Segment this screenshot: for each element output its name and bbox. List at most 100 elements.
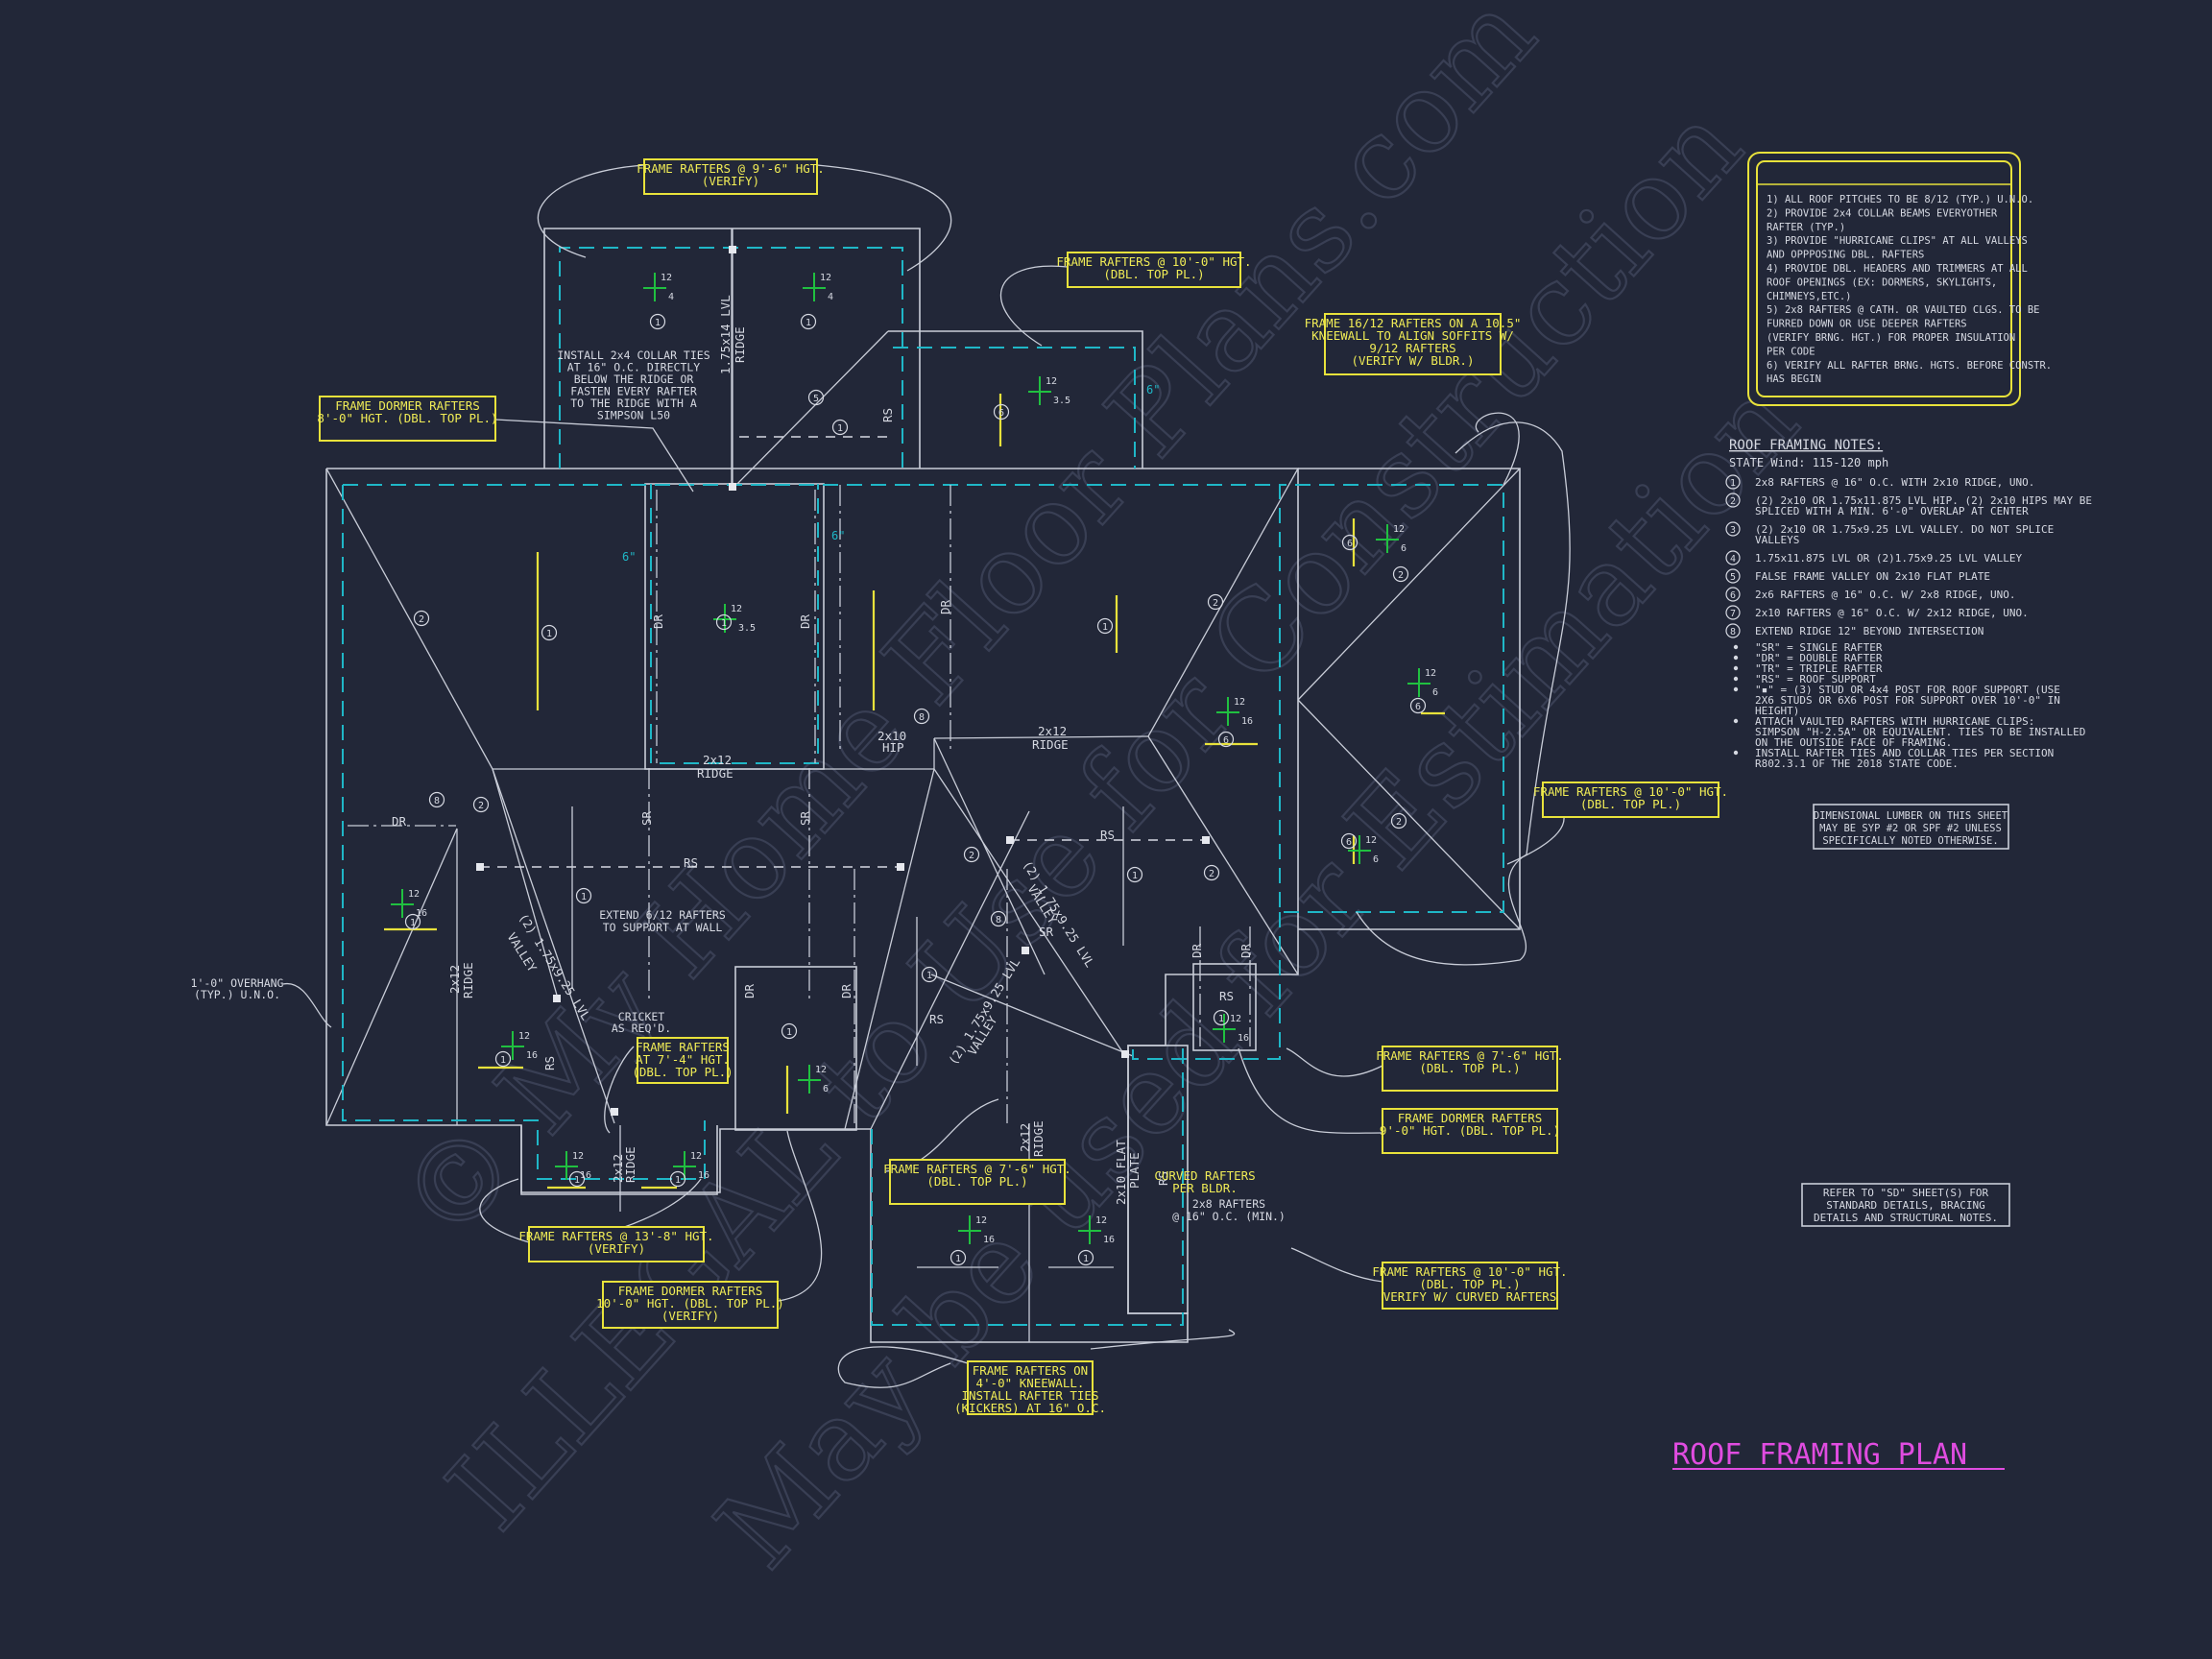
callout-c1-line: FRAME RAFTERS @ 9'-6" HGT. <box>637 161 825 176</box>
rs-label-g: RS <box>1156 1171 1170 1186</box>
callout-c13-line: 4'-0" KNEEWALL. <box>976 1376 1085 1390</box>
note-ref-circle: 1 <box>715 613 733 631</box>
note-ref-number: 2 <box>969 851 974 861</box>
note-ref-number: 1 <box>926 971 932 981</box>
note-ref-number: 1 <box>786 1027 792 1038</box>
pitch-run: 16 <box>526 1050 538 1061</box>
roof-outline <box>325 228 1521 1343</box>
note-ref-circle: 1 <box>831 419 849 436</box>
rs-label-c: RS <box>929 1012 944 1026</box>
note-ref-number: 1 <box>655 318 661 328</box>
sd-note-line: DETAILS AND STRUCTURAL NOTES. <box>1814 1212 1998 1224</box>
collar-note-line: INSTALL 2x4 COLLAR TIES <box>557 349 709 362</box>
note-ref-circle: 1 <box>1096 617 1114 635</box>
note-ref-number: 1 <box>675 1175 681 1186</box>
note-number: 7 <box>1730 609 1736 619</box>
note-ref-circle: 8 <box>990 910 1007 927</box>
cricket-note-line: AS REQ'D. <box>612 1022 671 1035</box>
note-number-circle <box>1725 493 1741 508</box>
note-number: 5 <box>1730 572 1736 583</box>
framing-bullet: "▪" = (3) STUD OR 4x4 POST FOR ROOF SUPP… <box>1733 684 2060 717</box>
note-text: EXTEND RIDGE 12" BEYOND INTERSECTION <box>1755 625 1984 637</box>
note-ref-circle: 6 <box>1340 832 1358 850</box>
note-number: 6 <box>1730 590 1736 601</box>
dr-label-g: DR <box>1190 943 1204 958</box>
note-ref-circle: 1 <box>649 313 666 330</box>
general-note-line: AND OPPPOSING DBL. RAFTERS <box>1767 250 1924 261</box>
callout-c7: FRAME RAFTERS @ 7'-6" HGT.(DBL. TOP PL.) <box>1376 1046 1564 1092</box>
note-ref-number: 5 <box>813 394 819 404</box>
ridge-label-d: RIDGE <box>461 962 475 998</box>
ridge-2x12-bottom: 2x12 <box>1018 1123 1032 1152</box>
callout-c1: FRAME RAFTERS @ 9'-6" HGT.(VERIFY) <box>637 158 825 195</box>
callout-c12: FRAME RAFTERS @ 10'-0" HGT.(DBL. TOP PL.… <box>1372 1262 1568 1310</box>
general-note-line: RAFTER (TYP.) <box>1767 222 1845 233</box>
callout-c3-line: KNEEWALL TO ALIGN SOFFITS W/ <box>1311 328 1514 343</box>
collar-note-line: AT 16" O.C. DIRECTLY <box>567 361 701 374</box>
dr-label-h: DR <box>1238 943 1253 958</box>
note-number: 4 <box>1730 554 1736 565</box>
curved-rafter-subnote: 2x8 RAFTERS@ 16" O.C. (MIN.) <box>1172 1197 1286 1223</box>
note-ref-number: 6 <box>998 408 1004 419</box>
wall-lines <box>342 247 1504 1326</box>
pitch-rise: 12 <box>731 604 742 614</box>
callout-c3-line: (VERIFY W/ BLDR.) <box>1352 353 1475 368</box>
pitch-rise: 12 <box>518 1031 530 1042</box>
note-ref-number: 1 <box>546 629 552 639</box>
ridge-2x12-left: 2x12 <box>447 965 462 994</box>
callout-c5: FRAME RAFTERS @ 10'-0" HGT.(DBL. TOP PL.… <box>1533 781 1728 818</box>
extend-note-line: TO SUPPORT AT WALL <box>603 921 723 934</box>
note-number-circle <box>1725 605 1741 620</box>
dr-label-e: DR <box>742 983 757 998</box>
bullet-text: HEIGHT) <box>1755 705 1799 717</box>
note-number: 8 <box>1730 627 1736 637</box>
framing-bullet: ATTACH VAULTED RAFTERS WITH HURRICANE CL… <box>1733 715 2085 749</box>
note-ref-number: 2 <box>1209 869 1214 879</box>
note-ref-number: 6 <box>1223 735 1229 746</box>
support-post <box>1202 836 1210 844</box>
sr-label-a: SR <box>639 810 654 826</box>
rs-label-f: RS <box>542 1056 557 1070</box>
general-note-line: FURRED DOWN OR USE DEEPER RAFTERS <box>1767 319 1967 330</box>
note-number-circle <box>1725 474 1741 490</box>
framing-bullet: "RS" = ROOF SUPPORT <box>1733 673 1876 685</box>
note-ref-number: 1 <box>837 423 843 434</box>
hip-label: HIP <box>882 740 904 755</box>
cricket-note-line: CRICKET <box>618 1010 665 1023</box>
note-ref-number: 1 <box>581 892 587 902</box>
pitch-mark: 126 <box>1348 835 1379 865</box>
general-note-line: 5) 2x8 RAFTERS @ CATH. OR VAULTED CLGS. … <box>1767 304 2039 316</box>
note-number-circle <box>1725 568 1741 584</box>
note-ref-number: 1 <box>410 918 416 928</box>
pitch-run: 4 <box>828 292 833 302</box>
framing-note-item: 6 2x6 RAFTERS @ 16" O.C. W/ 2x8 RIDGE, UN… <box>1725 587 2016 602</box>
pitch-run: 16 <box>1238 1033 1249 1044</box>
dr-label-c: DR <box>798 613 812 629</box>
pitch-rise: 12 <box>408 889 420 900</box>
note-number-circle <box>1725 623 1741 638</box>
general-note-line: 3) PROVIDE "HURRICANE CLIPS" AT ALL VALL… <box>1767 235 2028 247</box>
callout-c8-line: 9'-0" HGT. (DBL. TOP PL.) <box>1380 1123 1560 1138</box>
note-number: 3 <box>1730 525 1736 536</box>
note-text: 2x6 RAFTERS @ 16" O.C. W/ 2x8 RIDGE, UNO… <box>1755 589 2016 601</box>
bullet-text: "TR" = TRIPLE RAFTER <box>1755 662 1883 675</box>
pitch-mark: 123.5 <box>713 604 756 634</box>
callout-c13: FRAME RAFTERS ON4'-0" KNEEWALL.INSTALL R… <box>954 1360 1106 1415</box>
callout-c6-line: FRAME RAFTERS <box>636 1040 730 1054</box>
pitch-mark: 124 <box>643 273 674 302</box>
ridge-label-c: RIDGE <box>1032 737 1069 752</box>
note-ref-number: 8 <box>434 796 440 806</box>
note-ref-number: 1 <box>1102 622 1108 633</box>
pitch-run: 16 <box>698 1170 709 1181</box>
note-ref-circle: 2 <box>1207 593 1224 611</box>
rs-label-a: RS <box>684 855 698 870</box>
